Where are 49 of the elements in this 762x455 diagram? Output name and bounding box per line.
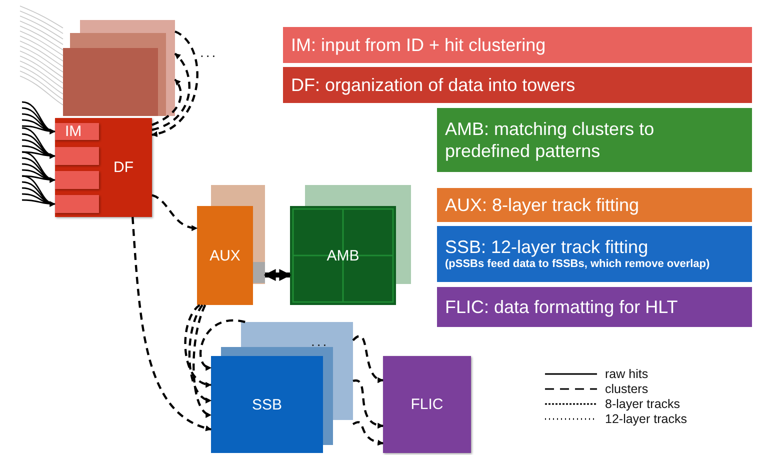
description-text: SSB: 12-layer track fitting xyxy=(445,236,648,258)
board-box xyxy=(383,356,471,453)
board-label: DF xyxy=(114,160,134,175)
arrow xyxy=(352,335,384,382)
board-box xyxy=(55,118,152,217)
arrow xyxy=(21,175,56,207)
mezzanine-card xyxy=(55,171,99,189)
description-band xyxy=(437,188,752,222)
arrow xyxy=(21,127,56,159)
description-text: AMB: matching clusters to predefined patterns xyxy=(445,118,656,162)
description-text: AUX: 8-layer track fitting xyxy=(445,194,640,216)
legend-text: 12-layer tracks xyxy=(605,412,687,426)
board-label: IM xyxy=(65,124,82,139)
arrow xyxy=(21,151,56,183)
board-label: AUX xyxy=(210,248,240,263)
arrow xyxy=(184,304,212,387)
arrow xyxy=(199,319,246,370)
ellipsis-mark: ... xyxy=(200,44,218,60)
mezzanine-card xyxy=(55,195,99,213)
arrow xyxy=(352,421,384,446)
arrow xyxy=(188,304,212,402)
description-band xyxy=(437,108,752,172)
arrow xyxy=(352,380,384,428)
arrow xyxy=(152,78,182,126)
description-text: FLIC: data formatting for HLT xyxy=(445,296,678,318)
description-text: IM: input from ID + hit clustering xyxy=(291,34,546,56)
arrow xyxy=(21,101,56,134)
board-label: AMB xyxy=(326,248,360,263)
description-band xyxy=(283,27,752,63)
description-note: (pSSBs feed data to fSSBs, which remove overlap) xyxy=(445,258,710,272)
board-label: SSB xyxy=(252,397,282,412)
legend-text: 8-layer tracks xyxy=(605,396,680,410)
legend-text: raw hits xyxy=(605,366,648,380)
arrow xyxy=(264,269,292,281)
description-band xyxy=(437,226,752,282)
mezzanine-card xyxy=(55,123,99,140)
ellipsis-mark: ... xyxy=(311,333,329,349)
legend-text: clusters xyxy=(605,382,648,396)
arrow xyxy=(192,304,212,416)
arrow xyxy=(151,30,198,136)
arrow xyxy=(152,194,198,231)
mezzanine-card xyxy=(55,147,99,165)
description-band xyxy=(283,67,752,103)
arrow xyxy=(132,216,212,431)
arrow xyxy=(20,6,64,106)
board-label: FLIC xyxy=(410,397,444,412)
arrow xyxy=(152,52,190,131)
description-band xyxy=(437,287,752,327)
description-text: DF: organization of data into towers xyxy=(291,74,576,96)
